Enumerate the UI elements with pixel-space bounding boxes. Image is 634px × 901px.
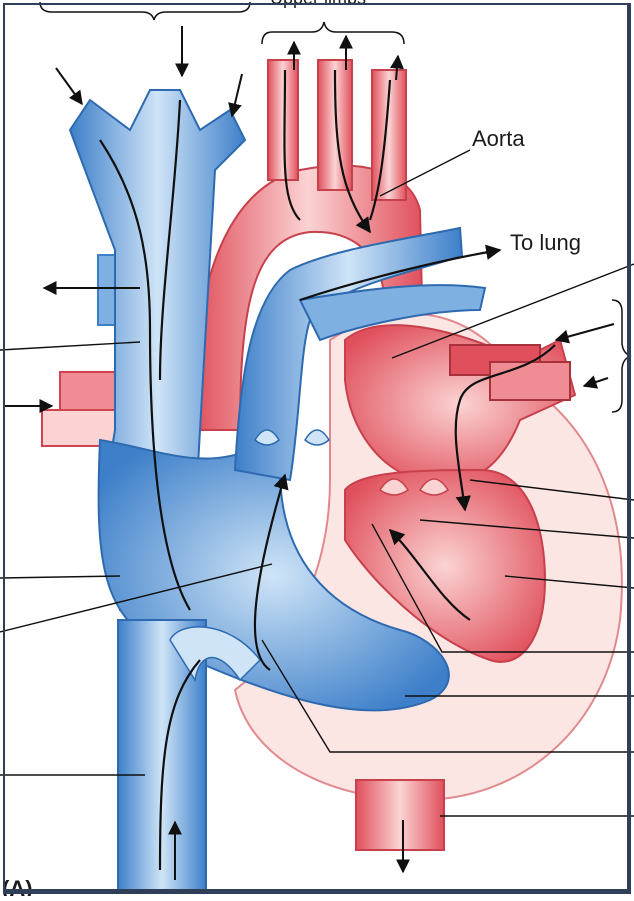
top-clipped-label: Upper limbs — [270, 0, 366, 8]
arrow-in-1 — [56, 68, 82, 104]
arch-branch-1 — [268, 60, 298, 180]
descending-aorta — [356, 780, 444, 850]
top-bracket-left — [40, 2, 250, 20]
label-panel: (A) — [2, 876, 33, 896]
arrow-right-in-1 — [556, 324, 614, 340]
arrow-in-3 — [232, 74, 242, 116]
top-bracket-right — [262, 22, 404, 44]
left-vessel-lower — [42, 410, 122, 446]
valve-2 — [305, 430, 329, 445]
arrow-right-in-2 — [584, 378, 608, 386]
left-vessel-upper — [60, 372, 120, 410]
label-to-lung: To lung — [510, 230, 581, 255]
pulm-vein-lower — [490, 362, 570, 400]
label-aorta: Aorta — [472, 126, 525, 151]
right-bracket — [612, 300, 630, 412]
leader-left-2 — [0, 576, 120, 578]
